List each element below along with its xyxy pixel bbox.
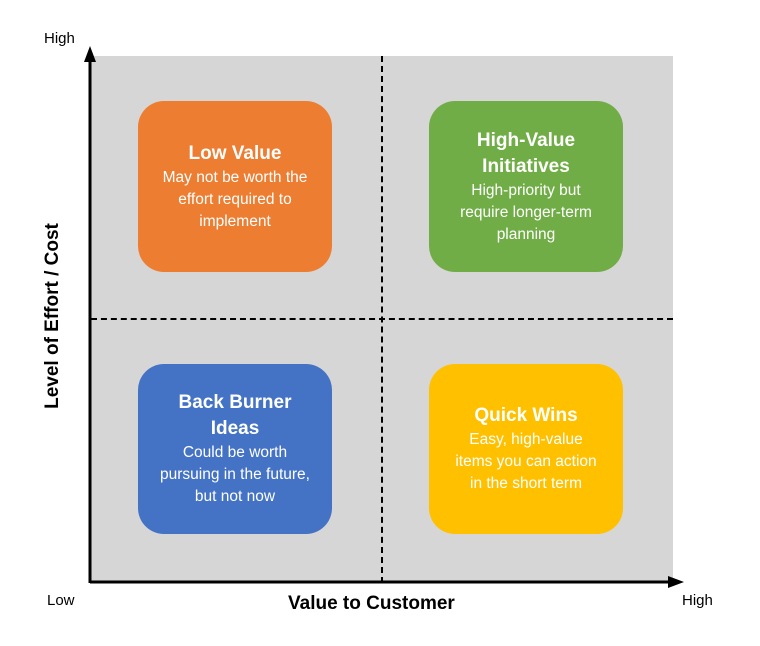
quadrant-description: Easy, high-value items you can action in… [455, 431, 597, 492]
quadrant-high-value-initiatives: High-Value Initiatives High-priority but… [429, 101, 623, 272]
quadrant-title: Back Burner Ideas [178, 392, 292, 439]
quadrant-description: High-priority but require longer-term pl… [460, 181, 592, 243]
quadrant-back-burner-ideas: Back Burner Ideas Could be worth pursuin… [138, 364, 332, 534]
x-axis-low-label: Low [47, 592, 75, 609]
quadrant-title: Quick Wins [474, 405, 578, 426]
x-axis-high-label: High [682, 592, 713, 609]
y-axis-arrow-icon [84, 46, 96, 62]
quadrant-description: May not be worth the effort required to … [162, 168, 308, 230]
x-axis-title: Value to Customer [288, 593, 455, 614]
x-axis-arrow-icon [668, 576, 684, 588]
horizontal-divider [91, 318, 673, 320]
y-axis-title: Level of Effort / Cost [42, 223, 63, 409]
quadrant-low-value: Low Value May not be worth the effort re… [138, 101, 332, 272]
quadrant-title: High-Value Initiatives [476, 129, 576, 177]
y-axis-high-label: High [44, 30, 75, 47]
quadrant-description: Could be worth pursuing in the future, b… [160, 444, 310, 505]
quadrant-title: Low Value [188, 142, 282, 164]
quadrant-quick-wins: Quick Wins Easy, high-value items you ca… [429, 364, 623, 534]
